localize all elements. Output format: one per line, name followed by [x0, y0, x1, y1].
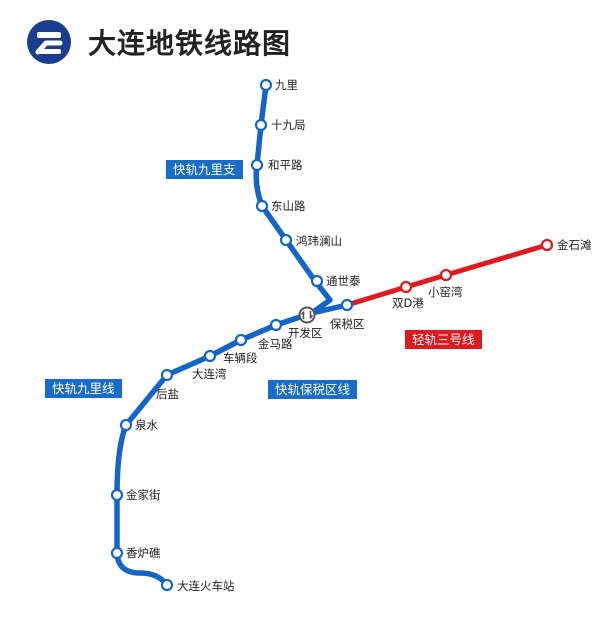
- station-label-dalian-railway-station: 大连火车站: [177, 579, 235, 593]
- line-label-jiuli-line: 快轨九里线: [45, 379, 122, 398]
- station-label-xiaoyaowan: 小窑湾: [428, 285, 463, 299]
- station-marker-quanshui[interactable]: [119, 418, 133, 432]
- line-label-light-rail-3: 轻轨三号线: [405, 330, 482, 349]
- interchange-icon[interactable]: [298, 306, 316, 324]
- station-marker-xianglujiao[interactable]: [110, 546, 124, 560]
- map-header: 大连地铁线路图: [26, 18, 291, 66]
- station-label-houyan: 后盐: [156, 387, 179, 401]
- station-label-jinmalu: 金马路: [258, 337, 293, 351]
- station-marker-baoshuiqu[interactable]: [340, 298, 354, 312]
- station-marker-huiweilanshan[interactable]: [279, 233, 293, 247]
- line-label-jiuli-branch: 快轨九里支: [166, 160, 243, 179]
- station-marker-houyan[interactable]: [160, 368, 174, 382]
- station-label-dongshanlu: 东山路: [271, 199, 306, 213]
- station-marker-jinshitan[interactable]: [540, 238, 554, 252]
- station-marker-hepinglu[interactable]: [250, 158, 264, 172]
- station-label-dalianwan: 大连湾: [192, 367, 227, 381]
- station-marker-dalianwan[interactable]: [203, 349, 217, 363]
- station-label-tongshitai: 通世泰: [326, 274, 361, 288]
- station-label-jinjiajie: 金家街: [126, 488, 161, 502]
- station-marker-jinmalu[interactable]: [269, 318, 283, 332]
- station-marker-dongshanlu[interactable]: [255, 199, 269, 213]
- station-label-kaifaqu: 开发区: [288, 326, 323, 340]
- station-marker-dalian-railway-station[interactable]: [160, 578, 174, 592]
- station-marker-shijiuju[interactable]: [254, 118, 268, 132]
- station-marker-jiuli[interactable]: [259, 78, 273, 92]
- station-marker-tongshitai[interactable]: [310, 274, 324, 288]
- station-label-cheliangduan: 车辆段: [223, 351, 258, 365]
- station-label-huiweilanshan: 鸿玮澜山: [296, 234, 342, 248]
- station-label-quanshui: 泉水: [135, 418, 158, 432]
- line-label-baoshuiqu-line: 快轨保税区线: [268, 380, 358, 399]
- station-label-xianglujiao: 香炉礁: [126, 546, 161, 560]
- station-marker-xiaoyaowan[interactable]: [439, 268, 453, 282]
- station-label-hepinglu: 和平路: [268, 158, 303, 172]
- station-marker-jinjiajie[interactable]: [110, 488, 124, 502]
- station-label-baoshuiqu: 保税区: [330, 317, 365, 331]
- station-label-jiuli: 九里: [275, 78, 298, 92]
- station-labels: 九里 十九局 和平路 东山路 鸿玮澜山 通世泰 保税区 开发区 金马路 车辆段 …: [126, 78, 592, 593]
- station-marker-shuangdgang[interactable]: [399, 280, 413, 294]
- dalian-metro-logo-icon: [27, 20, 71, 64]
- station-markers: [110, 78, 554, 592]
- station-label-shijiuju: 十九局: [271, 118, 306, 132]
- station-label-jinshitan: 金石滩: [557, 238, 592, 252]
- station-label-shuangdgang: 双D港: [392, 296, 424, 310]
- page-title: 大连地铁线路图: [88, 27, 292, 60]
- station-marker-cheliangduan[interactable]: [234, 333, 248, 347]
